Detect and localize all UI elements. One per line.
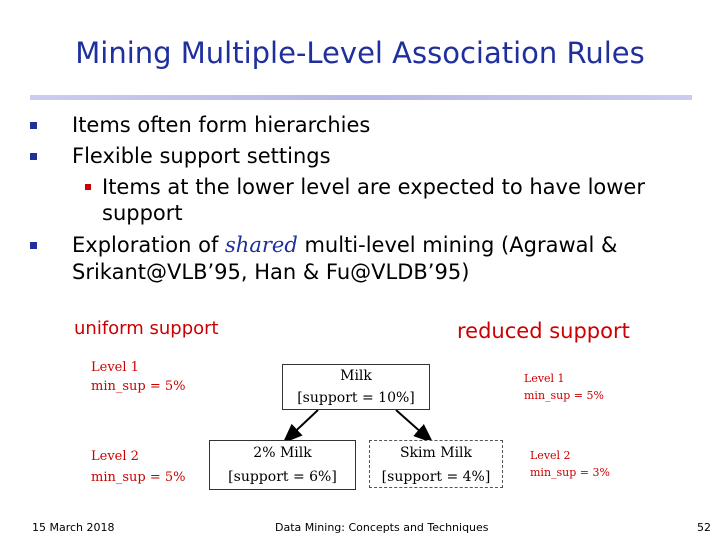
bullet-flexible-support: Flexible support settings	[72, 144, 331, 168]
sub-bullet-marker-icon	[85, 184, 91, 190]
left-level1-label: Level 1	[91, 360, 139, 375]
milk-2pct-support: [support = 6%]	[228, 469, 337, 485]
slide-title: Mining Multiple-Level Association Rules	[75, 36, 645, 70]
connector-milk-to-skim	[395, 409, 434, 444]
sub-bullet-lower-level-line1: Items at the lower level are expected to…	[102, 175, 645, 199]
sub-bullet-lower-level-line2: support	[102, 201, 183, 225]
bullet-exploration-line2: Srikant@VLB’95, Han & Fu@VLDB’95)	[72, 260, 470, 284]
footer-date: 15 March 2018	[32, 521, 115, 534]
milk-2pct-name: 2% Milk	[253, 445, 312, 461]
exploration-italic: shared	[225, 233, 298, 257]
uniform-support-label: uniform support	[74, 318, 219, 339]
skim-milk-node: Skim Milk [support = 4%]	[369, 440, 503, 488]
bullet-marker-icon	[30, 153, 37, 160]
exploration-suffix: multi-level mining (Agrawal &	[297, 233, 618, 257]
footer-course: Data Mining: Concepts and Techniques	[275, 521, 489, 534]
footer-page-number: 52	[697, 521, 711, 534]
right-level2-label: Level 2	[530, 449, 571, 462]
right-level1-label: Level 1	[524, 372, 565, 385]
reduced-support-label: reduced support	[457, 319, 630, 343]
milk-node: Milk [support = 10%]	[282, 364, 430, 410]
exploration-prefix: Exploration of	[72, 233, 226, 257]
right-level2-minsup: min_sup = 3%	[530, 466, 610, 479]
bullet-exploration-line1: Exploration of shared multi-level mining…	[72, 231, 617, 260]
skim-milk-support: [support = 4%]	[381, 469, 491, 485]
bullet-marker-icon	[30, 122, 37, 129]
connector-milk-to-2pct	[282, 409, 319, 444]
left-level2-label: Level 2	[91, 449, 139, 464]
milk-node-support: [support = 10%]	[297, 390, 415, 406]
skim-milk-name: Skim Milk	[399, 445, 473, 461]
bullet-marker-icon	[30, 242, 37, 249]
left-level2-minsup: min_sup = 5%	[91, 470, 186, 485]
title-divider	[30, 95, 692, 100]
bullet-hierarchies: Items often form hierarchies	[72, 113, 371, 137]
milk-2pct-node: 2% Milk [support = 6%]	[209, 440, 356, 490]
left-level1-minsup: min_sup = 5%	[91, 379, 186, 394]
milk-node-name: Milk	[340, 368, 372, 384]
right-level1-minsup: min_sup = 5%	[524, 389, 604, 402]
